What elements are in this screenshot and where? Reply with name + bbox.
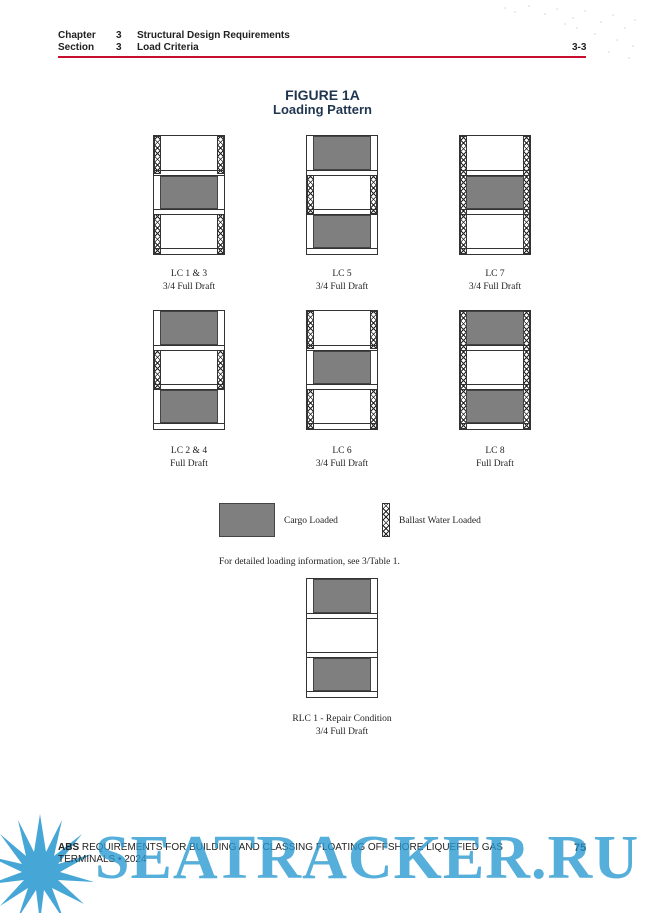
figure-number: FIGURE 1A [285, 87, 360, 103]
figure-title: Loading Pattern [273, 102, 372, 117]
diagram-rlc1 [306, 578, 378, 698]
cargo-tank [160, 176, 218, 209]
diagram-name: LC 5 [332, 269, 352, 279]
footer-line1: REQUIREMENTS FOR BUILDING AND CLASSING F… [79, 842, 503, 853]
diagram-name: LC 7 [485, 269, 505, 279]
section-title: Load Criteria [137, 42, 199, 53]
cargo-tank [160, 390, 218, 423]
ballast-tank [217, 350, 224, 389]
diagram-lc1-3 [153, 135, 225, 255]
diagram-name: LC 1 & 3 [170, 269, 208, 279]
chapter-title: Structural Design Requirements [137, 30, 290, 41]
ballast-tank [523, 311, 530, 429]
header-rule [58, 56, 586, 58]
chapter-label: Chapter [58, 30, 96, 41]
cargo-tank [313, 658, 371, 691]
diagram-lc5 [306, 135, 378, 255]
decorative-dot-pattern [504, 5, 636, 59]
diagram-draft: 3/4 Full Draft [315, 459, 369, 469]
footer-abs: ABS [58, 842, 80, 853]
diagram-caption: LC 7 3/4 Full Draft [425, 268, 565, 294]
diagram-draft: Full Draft [476, 459, 514, 469]
cargo-tank [160, 311, 218, 345]
ballast-tank [460, 311, 467, 429]
watermark-text: SEATRACKER.RU [95, 824, 640, 892]
diagram-caption: LC 5 3/4 Full Draft [272, 268, 412, 294]
legend-cargo-swatch [219, 503, 275, 537]
diagram-draft: Full Draft [170, 459, 208, 469]
cargo-tank [313, 215, 371, 248]
ballast-tank [307, 389, 314, 429]
ballast-tank [370, 175, 377, 214]
ballast-tank [523, 136, 530, 254]
legend-ballast-label: Ballast Water Loaded [399, 516, 481, 526]
diagram-caption: LC 6 3/4 Full Draft [272, 445, 412, 471]
diagram-name: LC 8 [485, 446, 505, 456]
cargo-tank [466, 176, 524, 209]
footer-text: ABS REQUIREMENTS FOR BUILDING AND CLASSI… [58, 842, 503, 866]
diagram-lc7 [459, 135, 531, 255]
section-number: 3 [116, 42, 122, 53]
ballast-tank [307, 311, 314, 349]
diagram-caption: LC 1 & 3 3/4 Full Draft [119, 268, 259, 294]
watermark-burst-icon [0, 814, 94, 913]
page-reference: 3-3 [572, 42, 587, 53]
diagram-draft: 3/4 Full Draft [315, 727, 369, 737]
cargo-tank [313, 351, 371, 384]
diagram-name: LC 2 & 4 [170, 446, 208, 456]
ballast-tank [154, 136, 161, 174]
diagram-caption: LC 8 Full Draft [425, 445, 565, 471]
diagram-name: LC 6 [332, 446, 352, 456]
ballast-tank [217, 136, 224, 174]
diagram-caption: LC 2 & 4 Full Draft [119, 445, 259, 471]
diagram-name: RLC 1 - Repair Condition [292, 714, 392, 724]
chapter-number: 3 [116, 30, 122, 41]
ballast-tank [307, 175, 314, 214]
cargo-tank [466, 390, 524, 423]
diagram-draft: 3/4 Full Draft [162, 282, 216, 292]
legend-ballast-swatch [382, 503, 390, 537]
ballast-tank [370, 389, 377, 429]
ballast-tank [154, 214, 161, 254]
diagram-draft: 3/4 Full Draft [315, 282, 369, 292]
ballast-tank [154, 350, 161, 389]
diagram-draft: 3/4 Full Draft [468, 282, 522, 292]
cargo-tank [313, 579, 371, 613]
loading-note: For detailed loading information, see 3/… [219, 557, 400, 567]
diagram-lc6 [306, 310, 378, 430]
legend-cargo-label: Cargo Loaded [284, 516, 338, 526]
diagram-lc2-4 [153, 310, 225, 430]
footer-line2: TERMINALS • 2024 [58, 854, 147, 865]
section-label: Section [58, 42, 95, 53]
diagram-lc8 [459, 310, 531, 430]
page-number: 75 [574, 842, 587, 854]
diagram-caption: RLC 1 - Repair Condition 3/4 Full Draft [262, 713, 422, 739]
ballast-tank [370, 311, 377, 349]
cargo-tank [466, 311, 524, 345]
cargo-tank [313, 136, 371, 170]
ballast-tank [217, 214, 224, 254]
